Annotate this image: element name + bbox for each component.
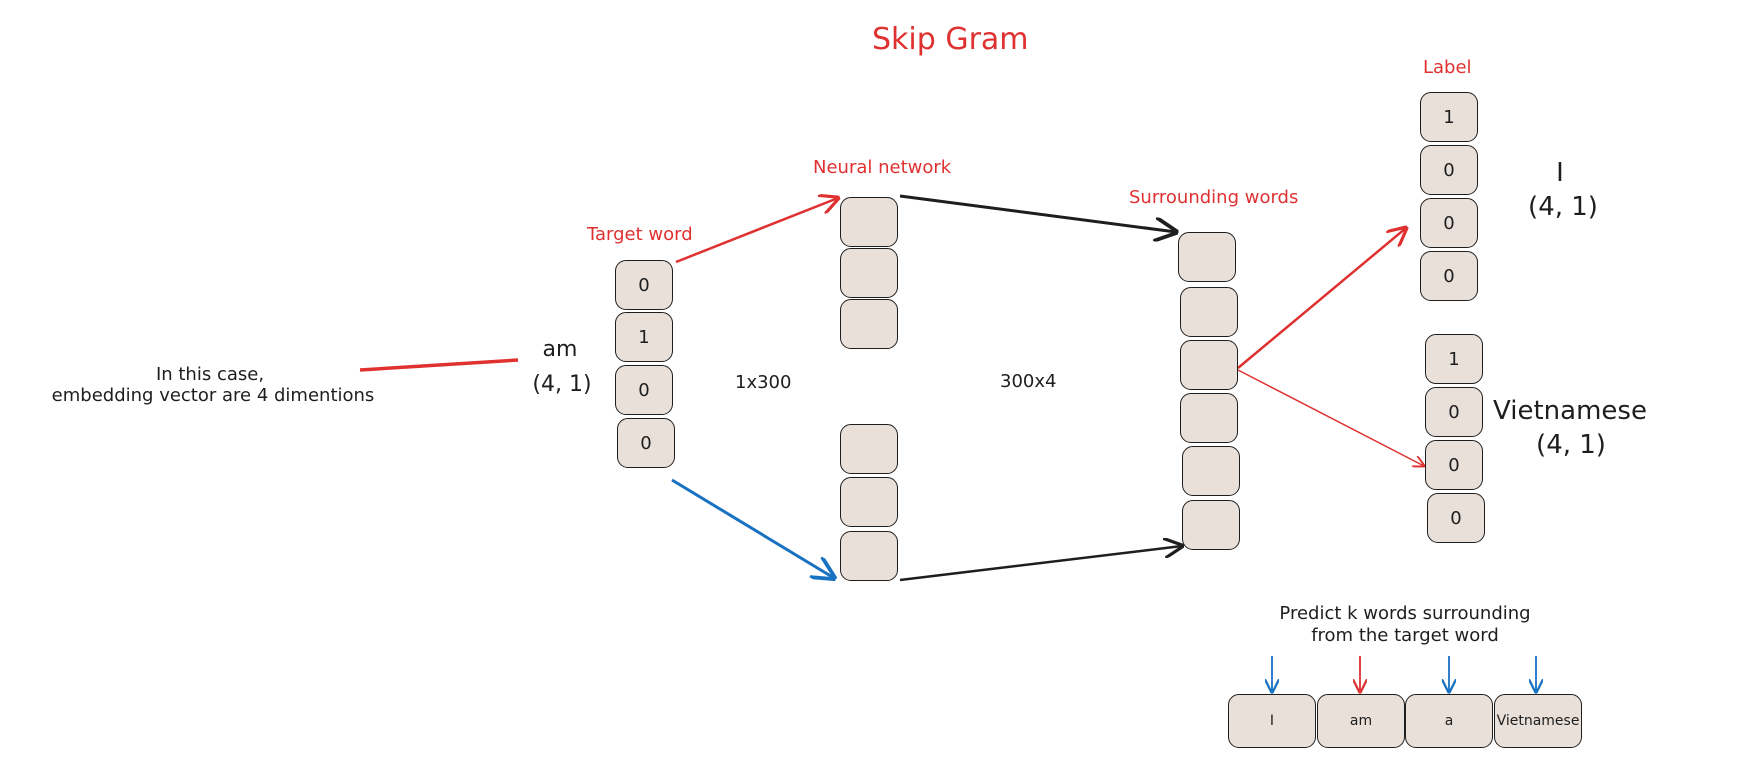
hidden-to-output-bottom-arrow — [899, 546, 1182, 582]
hidden-bottom-cell-2 — [840, 477, 898, 527]
diagram-title: Skip Gram — [872, 22, 1029, 57]
sentence-word-3: a — [1405, 694, 1493, 748]
label-i-cell-4: 0 — [1420, 251, 1478, 301]
label-i-word: I — [1556, 158, 1564, 188]
target-word-heading: Target word — [587, 224, 693, 245]
annotation-line-1: In this case, — [155, 364, 265, 385]
input-vector-cell-4: 0 — [617, 418, 675, 468]
output-cell-1 — [1178, 232, 1236, 282]
neural-network-heading: Neural network — [813, 157, 952, 178]
input-shape: (4, 1) — [532, 372, 592, 397]
output-cell-3 — [1180, 340, 1238, 390]
label-heading: Label — [1423, 57, 1472, 78]
annotation-line-2: embedding vector are 4 dimentions — [51, 385, 375, 406]
label-vietnamese-cell-4: 0 — [1427, 493, 1485, 543]
label-vietnamese-word: Vietnamese — [1493, 396, 1647, 426]
input-vector-cell-2: 1 — [615, 312, 673, 362]
surrounding-words-heading: Surrounding words — [1129, 187, 1299, 208]
label-vietnamese-cell-1: 1 — [1425, 334, 1483, 384]
label-vietnamese-cell-2: 0 — [1425, 387, 1483, 437]
hidden-top-cell-2 — [840, 248, 898, 298]
label-i-cell-2: 0 — [1420, 145, 1478, 195]
input-vector-cell-1: 0 — [615, 260, 673, 310]
input-to-hidden-bottom-arrow — [671, 478, 834, 578]
hidden-top-cell-1 — [840, 197, 898, 247]
output-to-label-i-arrow — [1237, 228, 1406, 369]
output-cell-2 — [1180, 287, 1238, 337]
input-word: am — [542, 337, 578, 362]
output-cell-4 — [1180, 393, 1238, 443]
sentence-word-4: Vietnamese — [1494, 694, 1582, 748]
label-i-cell-3: 0 — [1420, 198, 1478, 248]
output-cell-6 — [1182, 500, 1240, 550]
hidden-top-cell-3 — [840, 299, 898, 349]
hidden-bottom-cell-3 — [840, 531, 898, 581]
hidden-to-output-top-arrow — [899, 194, 1176, 232]
output-to-label-vietnamese-arrow — [1237, 369, 1424, 466]
hidden-bottom-cell-1 — [840, 424, 898, 474]
dims-hidden-output: 300x4 — [1000, 371, 1057, 392]
output-cell-5 — [1182, 446, 1240, 496]
sentence-word-2: am — [1317, 694, 1405, 748]
dims-input-hidden: 1x300 — [735, 372, 792, 393]
label-vietnamese-cell-3: 0 — [1425, 440, 1483, 490]
input-to-hidden-top-arrow — [675, 198, 838, 264]
sentence-word-1: I — [1228, 694, 1316, 748]
input-vector-cell-3: 0 — [615, 365, 673, 415]
label-i-cell-1: 1 — [1420, 92, 1478, 142]
label-vietnamese-shape: (4, 1) — [1536, 430, 1606, 460]
label-i-shape: (4, 1) — [1528, 192, 1598, 222]
sentence-caption-line-2: from the target word — [1311, 625, 1499, 646]
sentence-caption-line-1: Predict k words surrounding — [1279, 603, 1531, 624]
annotation-connector-line — [359, 358, 519, 372]
